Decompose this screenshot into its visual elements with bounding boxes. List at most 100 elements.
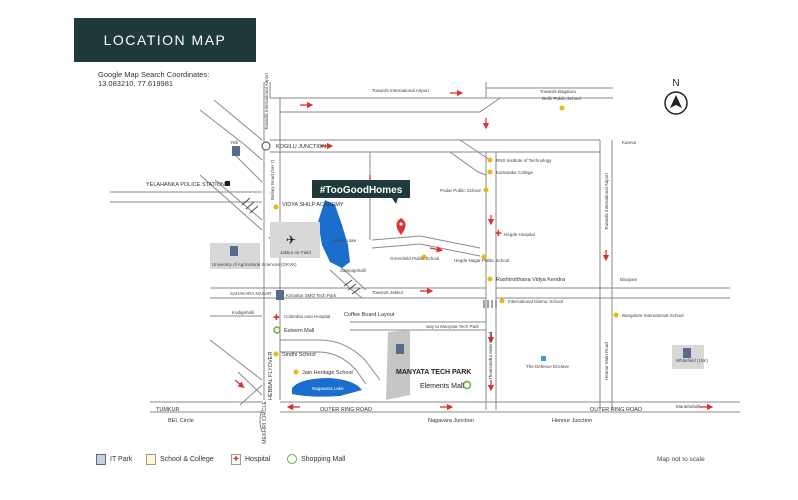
legend-mall: Shopping Mall xyxy=(287,454,345,464)
label-rashtrotthana: Rashtrotthana Vidya Kendra xyxy=(496,277,566,283)
mall-icon xyxy=(287,454,297,464)
mall-icon xyxy=(273,326,281,334)
label-university-agri: University of Agricultural Sciences (GKV… xyxy=(212,262,297,267)
school-icon xyxy=(487,157,493,163)
legend-school: School & College xyxy=(146,454,214,465)
school-icon xyxy=(481,254,487,260)
label-whitefield: Whitefield (15K) xyxy=(676,358,709,363)
label-towards-bagaluru: Towards Bagaluru xyxy=(540,89,577,94)
label-bel-circle: BEL Circle xyxy=(168,418,194,424)
legend-it-park: IT Park xyxy=(96,454,132,465)
hospital-icon: ✚ xyxy=(231,454,241,465)
label-esteem-mall: Esteem Mall xyxy=(284,328,314,334)
label-nagawara-lake: Nagawara Lake xyxy=(312,386,344,391)
scale-note: Map not to scale xyxy=(657,456,705,463)
label-way-to-manyata: way to Manyata Tech Park xyxy=(426,324,479,329)
legend-label: IT Park xyxy=(110,456,133,463)
school-icon xyxy=(273,204,279,210)
enclave-icon xyxy=(541,356,546,361)
label-mekhri-circle: MEKHRI CIRCLE xyxy=(262,401,268,444)
label-greenfield-school: Greenfield Public School xyxy=(390,256,439,261)
hospital-icon: ✚ xyxy=(495,229,502,238)
junction-marker xyxy=(261,141,271,151)
school-icon xyxy=(499,298,505,304)
label-tumkur: TUMKUR xyxy=(156,407,180,413)
label-bangalore-intl-school: Bangalore International School xyxy=(622,313,684,318)
label-towards-jakkur: Towards Jakkur xyxy=(372,290,404,295)
jakkur-lake xyxy=(318,200,350,268)
it-park-icon xyxy=(232,146,240,156)
label-kogilu-junction: KOGILU JUNCTION xyxy=(276,144,326,150)
legend-label: Hospital xyxy=(245,456,271,463)
label-rns-institute: RNS Institute of Technology xyxy=(496,158,552,163)
compass-label: N xyxy=(672,78,679,89)
mall-icon xyxy=(462,380,472,390)
label-sahakara-nagar: SAHAKARA NAGAR xyxy=(230,291,272,296)
it-park-icon xyxy=(96,454,106,465)
label-hebbal-flyover: HEBBAL FLYOVER xyxy=(268,352,274,400)
airplane-icon: ✈ xyxy=(286,233,296,247)
label-hegde-hospital: Hegde Hospital xyxy=(504,232,535,237)
label-coffee-board: Coffee Board Layout xyxy=(344,312,395,318)
label-kannur: Kannur xyxy=(622,140,637,145)
airfield-block xyxy=(270,222,320,258)
callout-text: #TooGoodHomes xyxy=(320,185,403,196)
legend-label: Shopping Mall xyxy=(301,455,346,463)
label-sindhi-school: Sindhi School xyxy=(282,352,316,358)
manyata-block xyxy=(386,330,410,400)
it-park-icon xyxy=(276,290,284,300)
coords-value: 13.083210, 77.619981 xyxy=(98,79,174,88)
label-kirloskar: Kirloskar SMO Tech Park xyxy=(286,293,337,298)
label-jakkur-lake: Jakkur Lake xyxy=(332,238,357,243)
it-park-icon xyxy=(683,348,691,358)
school-icon xyxy=(293,369,299,375)
legend-label: School & College xyxy=(160,456,214,463)
label-thanisandra-main: Thanisandra Main Road xyxy=(488,331,493,380)
school-icon xyxy=(273,351,279,357)
school-icon xyxy=(487,169,493,175)
label-bellary-road: Bellary Road (NH 7) xyxy=(270,159,275,200)
railway-crossing-1 xyxy=(241,197,259,214)
label-manyata: MANYATA TECH PARK xyxy=(396,369,471,376)
label-hennur-junction: Hennur Junction xyxy=(552,418,592,424)
label-towards-airport-vertical: Towards International Airport xyxy=(264,72,269,130)
label-elements-mall: Elements Mall xyxy=(420,383,464,390)
school-icon xyxy=(613,312,619,318)
label-delhi-public-school: Delhi Public School xyxy=(542,96,581,101)
label-towards-airport-top: Towards International Airport xyxy=(372,88,430,93)
school-icon xyxy=(483,187,489,193)
label-kodigehalli: Kodigehalli xyxy=(232,310,254,315)
legend-hospital: ✚ Hospital xyxy=(231,454,270,465)
label-kanaraka-college: Kamaraka College xyxy=(496,170,534,175)
label-hegde-nagar-school: Hegde Nagar Public School xyxy=(454,258,509,263)
school-icon xyxy=(559,105,565,111)
label-jain-heritage: Jain Heritage School xyxy=(302,370,353,376)
nagawara-lake xyxy=(292,378,362,397)
location-pin-icon xyxy=(396,218,406,235)
label-vidya-shilp: VIDYA SHILP ACADEMY xyxy=(282,202,344,208)
label-columbia-asia: Columbia Asia Hospital xyxy=(284,314,330,319)
label-yelahanka-ps: YELAHANKA POLICE STATION xyxy=(146,182,225,188)
label-yelli: Yelli xyxy=(230,140,238,145)
label-outer-ring-road-left: OUTER RING ROAD xyxy=(320,407,372,413)
police-station-icon xyxy=(225,181,230,186)
it-park-icon xyxy=(230,246,238,256)
title-box: LOCATION MAP xyxy=(74,18,256,62)
callout: #TooGoodHomes xyxy=(312,180,410,204)
coords-label: Google Map Search Coordinates: xyxy=(98,70,210,79)
label-outer-ring-road-right: OUTER RING ROAD xyxy=(590,407,642,413)
compass-icon: N xyxy=(664,78,688,115)
school-icon xyxy=(421,254,427,260)
hospital-icon: ✚ xyxy=(273,313,280,322)
label-nagavara-junction: Nagavara Junction xyxy=(428,418,474,424)
school-icon xyxy=(487,276,493,282)
railway-crossing-3 xyxy=(483,300,497,308)
it-park-icon xyxy=(396,344,404,354)
label-jakkur-airfield: Jakkur Air Field xyxy=(280,250,311,255)
label-podar-public-school: Podar Public School xyxy=(440,188,481,193)
label-hennur-main: Hennur Main Road xyxy=(604,342,609,380)
school-icon xyxy=(146,454,156,465)
label-towards-airport-right: Towards International Airport xyxy=(604,172,609,230)
label-bisayam: Bisayam xyxy=(620,277,638,282)
